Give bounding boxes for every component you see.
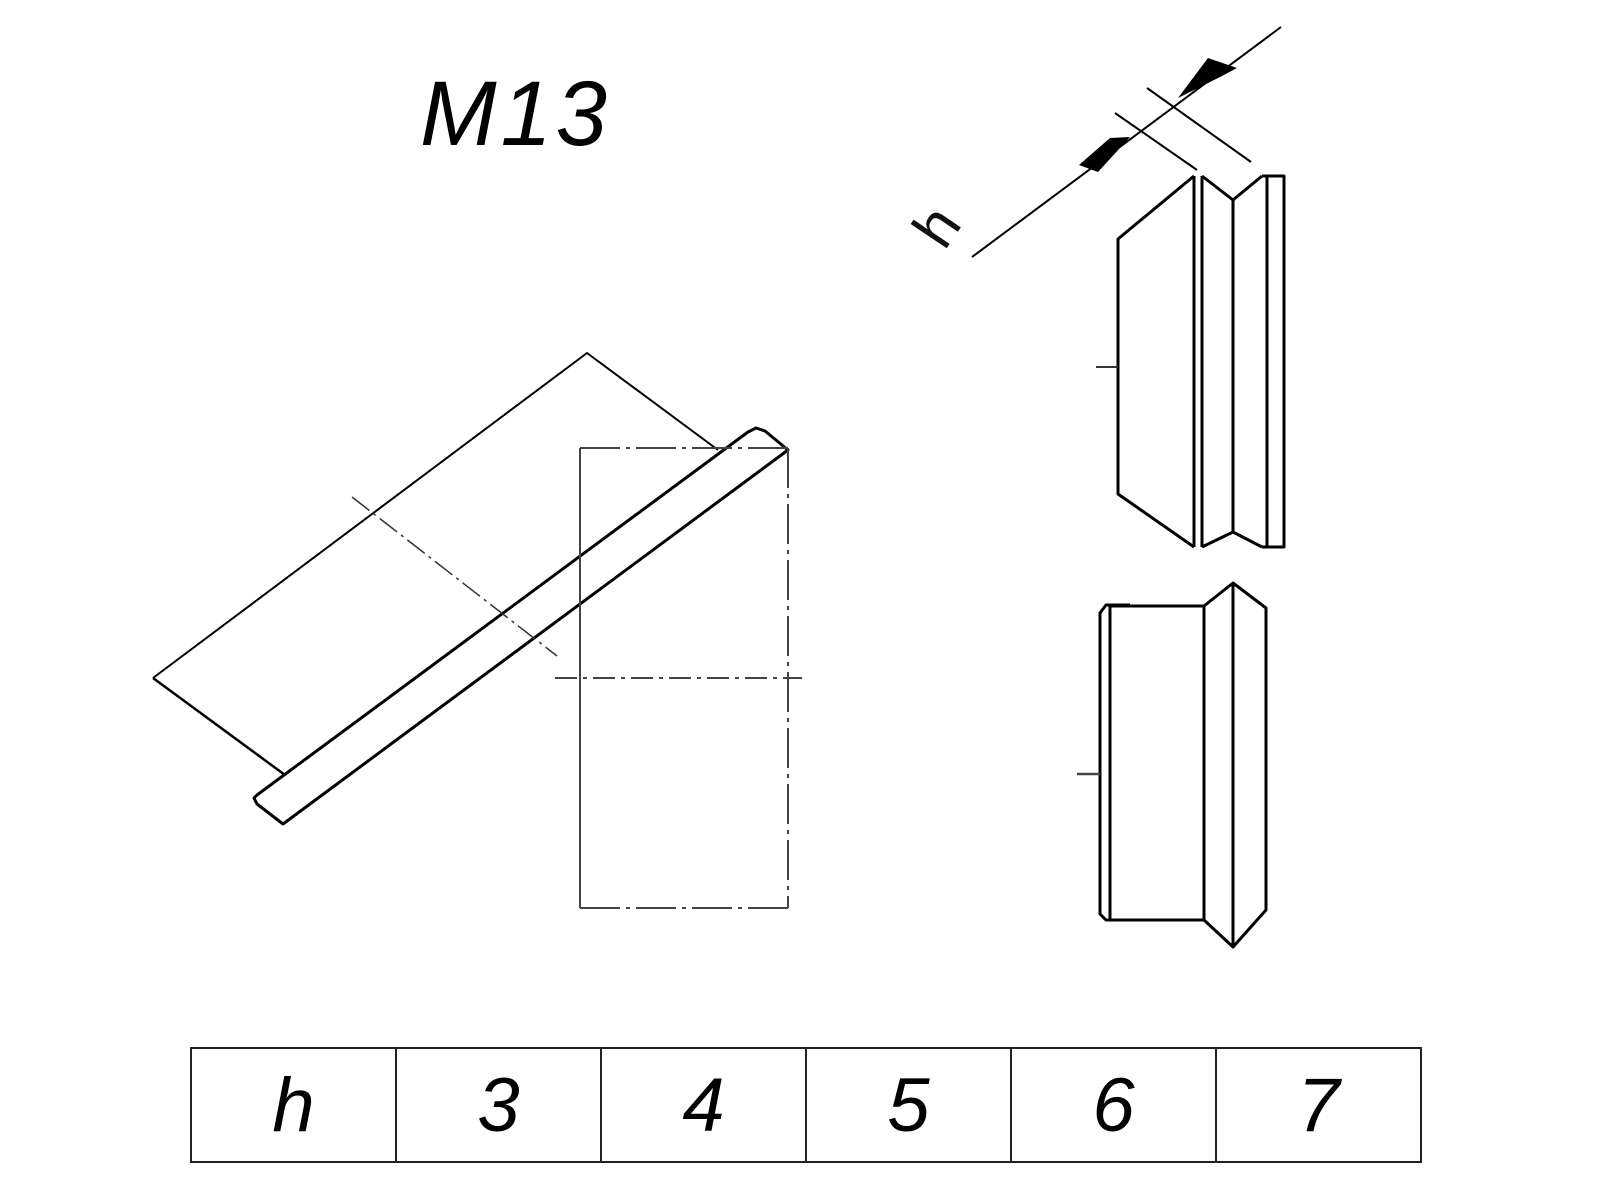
centerline-diagonal: [351, 496, 558, 657]
isometric-tool-strip: [252, 426, 790, 826]
dimension-h: [971, 26, 1282, 258]
side-view-top: [1116, 174, 1286, 549]
h-value-table: h 3 4 5 6 7: [190, 1047, 1422, 1163]
table-row: h 3 4 5 6 7: [190, 1047, 1422, 1163]
drawing-title: M13: [420, 63, 611, 165]
table-header-cell: h: [190, 1047, 397, 1163]
arrow-icon: [1178, 58, 1237, 98]
side-view-bottom: [1098, 581, 1268, 949]
arrow-icon: [1079, 137, 1130, 172]
table-cell: 3: [395, 1047, 602, 1163]
table-cell: 5: [805, 1047, 1012, 1163]
isometric-tool-body: [152, 352, 719, 777]
table-cell: 6: [1010, 1047, 1217, 1163]
table-cell: 7: [1215, 1047, 1422, 1163]
table-cell: 4: [600, 1047, 807, 1163]
